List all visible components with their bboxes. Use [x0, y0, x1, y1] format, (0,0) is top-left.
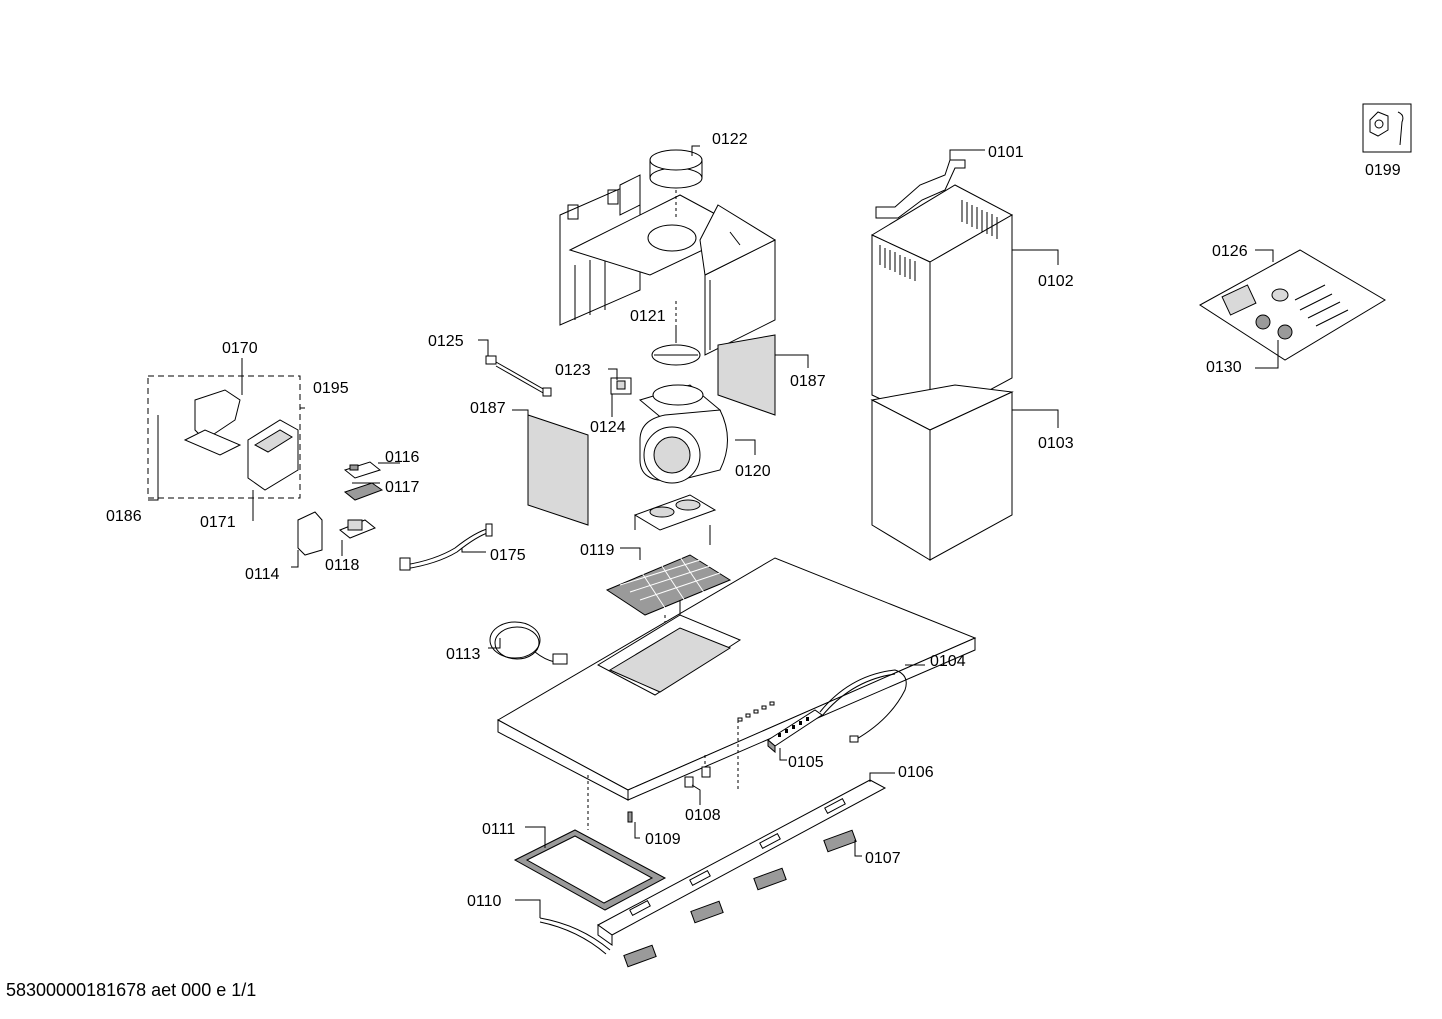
- blower-motor-0120: [638, 384, 728, 484]
- label-0105: 0105: [788, 754, 824, 771]
- board-0117: [343, 482, 384, 501]
- tools-icon: [1362, 103, 1412, 153]
- label-0123: 0123: [555, 362, 591, 379]
- motor-bracket: [633, 494, 717, 545]
- chimney-bracket-0101: [875, 159, 966, 219]
- module-0114: [297, 511, 323, 556]
- label-0119: 0119: [580, 542, 615, 559]
- fan-housing-part: [559, 174, 777, 356]
- label-0122: 0122: [712, 131, 748, 148]
- label-0110: 0110: [467, 893, 502, 910]
- label-0106: 0106: [898, 764, 934, 781]
- duct-collar-0122: [649, 149, 703, 220]
- label-0118: 0118: [325, 557, 360, 574]
- transformer-0118: [339, 519, 376, 539]
- grease-filter-0119: [605, 554, 732, 630]
- label-0199: 0199: [1365, 162, 1401, 179]
- document-footer: 58300000181678 aet 000 e 1/1: [6, 980, 257, 1000]
- label-0108: 0108: [685, 807, 721, 824]
- bracket-0123: [610, 377, 632, 395]
- label-0109: 0109: [645, 831, 681, 848]
- cable-0104: [819, 669, 907, 743]
- upper-chimney-0102: [870, 184, 1014, 423]
- label-0103: 0103: [1038, 435, 1074, 452]
- label-0104: 0104: [930, 653, 966, 670]
- part-0109: [627, 811, 633, 823]
- label-0187-left: 0187: [470, 400, 506, 417]
- control-module-0105: [767, 709, 823, 754]
- electronics-group-0195: [147, 375, 301, 499]
- label-0124: 0124: [590, 419, 626, 436]
- label-0125: 0125: [428, 333, 464, 350]
- label-0121: 0121: [630, 308, 666, 325]
- label-0116: 0116: [385, 449, 420, 466]
- knobs-0130: [1255, 314, 1293, 340]
- label-0107: 0107: [865, 850, 901, 867]
- label-0186: 0186: [106, 508, 142, 525]
- light-frame-0111: [513, 829, 667, 911]
- label-0101: 0101: [988, 144, 1024, 161]
- label-0171: 0171: [200, 514, 236, 531]
- board-0116: [343, 461, 382, 479]
- label-0117: 0117: [385, 479, 420, 496]
- cable-0110: [539, 917, 611, 955]
- label-0111: 0111: [482, 821, 515, 838]
- power-cord-0113: [489, 621, 568, 665]
- carbon-filter-0187-right: [717, 334, 776, 416]
- label-0126: 0126: [1212, 243, 1248, 260]
- clips-0108: [684, 755, 711, 788]
- trim-strip-0106: [597, 779, 887, 946]
- label-0120: 0120: [735, 463, 771, 480]
- label-0114: 0114: [245, 566, 280, 583]
- label-0195: 0195: [313, 380, 349, 397]
- lower-chimney-0103: [870, 384, 1014, 561]
- accessory-bag-0126: [1199, 249, 1386, 361]
- label-0175: 0175: [490, 547, 526, 564]
- leader-lines: [148, 145, 1279, 918]
- cable-0175: [399, 523, 493, 571]
- carbon-filter-0187-left: [527, 414, 589, 526]
- part-labels: 0122 0101 0199 0126 0102 0121 0125 0170 …: [106, 131, 1401, 910]
- label-0130: 0130: [1206, 359, 1242, 376]
- label-0170: 0170: [222, 340, 258, 357]
- led-lights-0107: [623, 829, 857, 968]
- label-0113: 0113: [446, 646, 481, 663]
- cable-0125: [485, 355, 552, 397]
- label-0102: 0102: [1038, 273, 1074, 290]
- label-0187-right: 0187: [790, 373, 826, 390]
